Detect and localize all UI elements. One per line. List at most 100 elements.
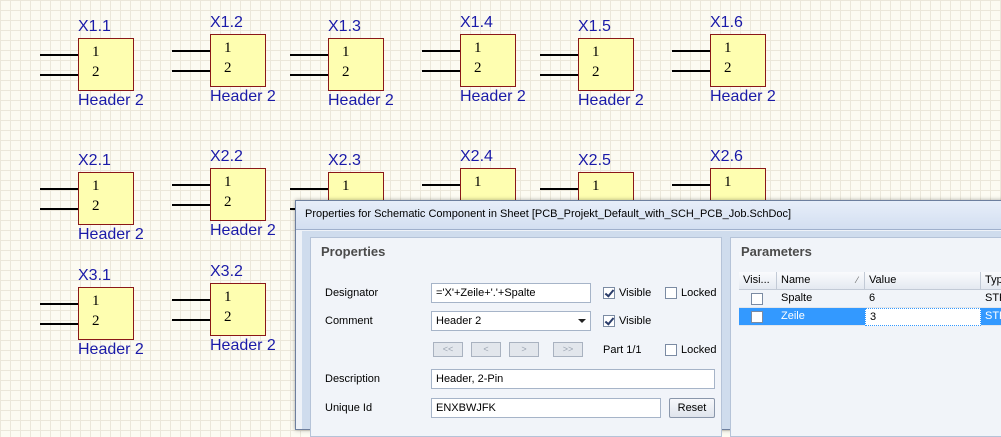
designator-locked-checkbox[interactable] <box>665 287 677 299</box>
column-value-header[interactable]: Value <box>865 272 981 290</box>
pin-2-wire[interactable] <box>172 70 210 72</box>
component-designator[interactable]: X2.6 <box>710 148 743 165</box>
pin-number: 2 <box>592 64 600 80</box>
component-comment[interactable]: Header 2 <box>78 92 144 109</box>
component-designator[interactable]: X2.3 <box>328 152 361 169</box>
component-designator[interactable]: X2.5 <box>578 152 611 169</box>
pin-2-wire[interactable] <box>540 74 578 76</box>
component-designator[interactable]: X3.1 <box>78 267 111 284</box>
row-value[interactable]: 3 <box>865 308 981 326</box>
pin-1-wire[interactable] <box>540 54 578 56</box>
pin-2-wire[interactable] <box>40 74 78 76</box>
comment-dropdown[interactable]: Header 2 <box>431 311 591 331</box>
pin-2-wire[interactable] <box>672 70 710 72</box>
pin-2-wire[interactable] <box>290 74 328 76</box>
row-value[interactable]: 6 <box>865 290 981 308</box>
column-type-header[interactable]: Typ <box>981 272 1001 290</box>
pin-number: 2 <box>474 60 482 76</box>
component-designator[interactable]: X1.3 <box>328 18 361 35</box>
pin-1-wire[interactable] <box>672 50 710 52</box>
component-designator[interactable]: X1.2 <box>210 14 243 31</box>
component-comment[interactable]: Header 2 <box>460 88 526 105</box>
next-part-button[interactable]: > <box>509 342 539 357</box>
pin-1-wire[interactable] <box>40 303 78 305</box>
row-visible-checkbox[interactable] <box>751 311 763 323</box>
row-visible-checkbox[interactable] <box>751 293 763 305</box>
component-designator[interactable]: X2.1 <box>78 152 111 169</box>
dialog-titlebar[interactable]: Properties for Schematic Component in Sh… <box>296 201 1001 230</box>
description-input[interactable]: Header, 2-Pin <box>431 369 715 389</box>
pin-1-wire[interactable] <box>672 184 710 186</box>
component-designator[interactable]: X1.4 <box>460 14 493 31</box>
component-comment[interactable]: Header 2 <box>710 88 776 105</box>
component-designator[interactable]: X2.2 <box>210 148 243 165</box>
pin-number: 1 <box>342 178 350 194</box>
first-part-button[interactable]: << <box>433 342 463 357</box>
column-name-header[interactable]: Name ⁄ <box>777 272 865 290</box>
designator-input[interactable]: ='X'+Zeile+'.'+Spalte <box>431 283 591 303</box>
component-comment[interactable]: Header 2 <box>210 88 276 105</box>
pin-2-wire[interactable] <box>40 208 78 210</box>
component-comment[interactable]: Header 2 <box>78 226 144 243</box>
comment-visible-checkbox[interactable] <box>603 315 615 327</box>
pin-1-wire[interactable] <box>40 54 78 56</box>
pin-2-wire[interactable] <box>172 319 210 321</box>
column-visible-header[interactable]: Visi... <box>739 272 777 290</box>
unique-id-input[interactable]: ENXBWJFK <box>431 398 661 418</box>
component-comment[interactable]: Header 2 <box>78 341 144 358</box>
pin-number: 1 <box>474 174 482 190</box>
pin-1-wire[interactable] <box>290 54 328 56</box>
component-designator[interactable]: X1.6 <box>710 14 743 31</box>
component-designator[interactable]: X1.5 <box>578 18 611 35</box>
pin-1-wire[interactable] <box>172 184 210 186</box>
component-comment[interactable]: Header 2 <box>328 92 394 109</box>
pin-2-wire[interactable] <box>40 323 78 325</box>
designator-visible-checkbox[interactable] <box>603 287 615 299</box>
pin-number: 1 <box>592 178 600 194</box>
component-designator[interactable]: X2.4 <box>460 148 493 165</box>
pin-2-wire[interactable] <box>172 204 210 206</box>
pin-1-wire[interactable] <box>172 299 210 301</box>
reset-button[interactable]: Reset <box>669 398 715 418</box>
pin-1-wire[interactable] <box>540 188 578 190</box>
component-designator[interactable]: X3.2 <box>210 263 243 280</box>
pin-number: 2 <box>224 60 232 76</box>
pin-2-wire[interactable] <box>422 70 460 72</box>
component-comment[interactable]: Header 2 <box>210 337 276 354</box>
pin-1-wire[interactable] <box>290 188 328 190</box>
row-name: Spalte <box>777 290 865 308</box>
pin-1-wire[interactable] <box>40 188 78 190</box>
component-comment[interactable]: Header 2 <box>578 92 644 109</box>
last-part-button[interactable]: >> <box>553 342 583 357</box>
component-comment[interactable]: Header 2 <box>210 222 276 239</box>
part-indicator: Part 1/1 <box>603 344 642 356</box>
pin-1-wire[interactable] <box>422 50 460 52</box>
pin-1-wire[interactable] <box>422 184 460 186</box>
component-designator[interactable]: X1.1 <box>78 18 111 35</box>
pin-1-wire[interactable] <box>172 50 210 52</box>
part-locked-checkbox[interactable] <box>665 344 677 356</box>
comment-label: Comment <box>325 315 373 327</box>
previous-part-button[interactable]: < <box>471 342 501 357</box>
